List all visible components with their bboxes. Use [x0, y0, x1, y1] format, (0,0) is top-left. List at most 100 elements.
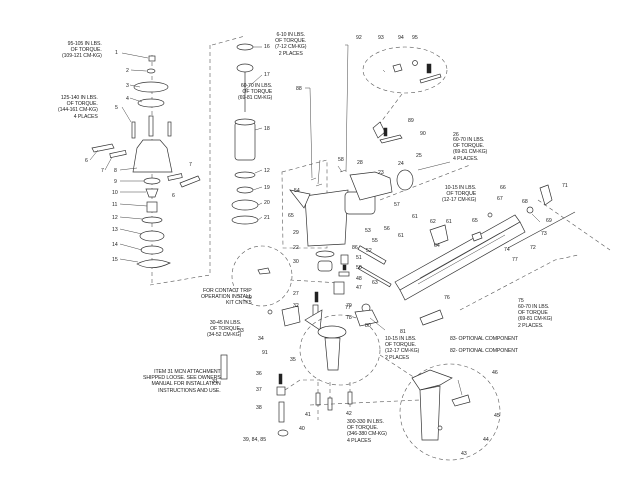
- part-label: 37: [256, 387, 262, 393]
- part-label: 30: [293, 259, 299, 265]
- part-label: 75: [518, 298, 524, 304]
- part-29-housing: [304, 189, 349, 247]
- part-88-screw: [310, 177, 317, 181]
- detail-circle-bottom: [399, 363, 501, 461]
- detail-circle-49: [231, 245, 293, 307]
- detail-inset-bottom: [379, 354, 501, 461]
- part-label: 17: [264, 72, 270, 78]
- part-23-filter: [349, 171, 393, 201]
- part-label: 1: [115, 50, 118, 56]
- part-label: 9: [114, 179, 117, 185]
- part-label: 3: [126, 83, 129, 89]
- part-44: [451, 394, 471, 407]
- detail-circle: [362, 46, 448, 94]
- part-label: 90: [420, 131, 426, 137]
- part-11-spring: [146, 201, 158, 213]
- part-62-latch: [429, 224, 449, 246]
- part-label: 36: [256, 371, 262, 377]
- part-71: [539, 184, 553, 206]
- magazine-assembly: [394, 184, 611, 326]
- part-label: 77: [512, 257, 518, 263]
- part-66-screw: [487, 212, 493, 218]
- part-label: 88: [296, 86, 302, 92]
- part-label: 38: [256, 405, 262, 411]
- housing-assembly: [281, 159, 471, 288]
- part-label: 47: [356, 285, 362, 291]
- part-90: [379, 134, 403, 144]
- part-label: 32: [293, 303, 299, 309]
- part-93: [392, 63, 403, 73]
- part-label: 5: [115, 105, 118, 111]
- part-47: [333, 281, 345, 295]
- part-27-spring: [314, 291, 319, 303]
- part-42-bolt: [347, 391, 353, 405]
- part-label: 61: [398, 233, 404, 239]
- part-label: 2: [126, 68, 129, 74]
- part-13-seal: [139, 230, 165, 242]
- part-33-screw: [267, 309, 273, 315]
- torque-note-81: 10-15 IN LBS. OF TORQUE. (12-17 CM-KG) 2…: [385, 336, 420, 361]
- part-14-ring: [140, 245, 164, 255]
- detail-inset-top: [362, 46, 448, 144]
- part-label: 81: [400, 329, 406, 335]
- part-3-plate: [133, 81, 169, 93]
- part-label: 73: [541, 231, 547, 237]
- part-5-bolt: [131, 121, 136, 139]
- part-label: 61: [446, 219, 452, 225]
- part-label: 29: [293, 230, 299, 236]
- part-6-clip: [179, 175, 201, 188]
- part-label: 35: [290, 357, 296, 363]
- contact-trip-note: FOR CONTACT TRIP OPERATION INSTALL KIT C…: [201, 288, 252, 307]
- part-label: 11: [112, 202, 118, 208]
- part-label: 51: [356, 255, 362, 261]
- part-label: 68: [522, 199, 528, 205]
- part-82: [419, 309, 444, 326]
- part-9-oring: [143, 177, 161, 185]
- part-label: 77: [345, 305, 351, 311]
- part-shaft: [148, 115, 154, 137]
- part-label: 6: [85, 158, 88, 164]
- optional-component-82: 82- OPTIONAL COMPONENT: [450, 348, 518, 354]
- torque-note-66: 10-15 IN LBS. OF TORQUE (12-17 CM-KG): [442, 185, 477, 204]
- part-label: 74: [504, 247, 510, 253]
- part-52-pin: [357, 245, 387, 265]
- part-label: 39, 84, 85: [243, 437, 267, 443]
- part-12-oring: [234, 171, 256, 179]
- part-label: 7: [189, 162, 192, 168]
- part-46-pin: [457, 379, 463, 396]
- torque-note-33: 30-45 IN LBS. OF TORQUE. (34-52 CM-KG): [207, 320, 242, 339]
- part-label: 62: [430, 219, 436, 225]
- part-label: 23: [378, 170, 384, 176]
- torque-note-17: 60-70 IN LBS. OF TORQUE (69-81 CM-KG): [238, 83, 273, 102]
- part-20-bumper: [231, 199, 259, 211]
- part-7-pad: [167, 173, 183, 181]
- part-label: 76: [444, 295, 450, 301]
- part-label: 7: [101, 168, 104, 174]
- part-label: 44: [483, 437, 489, 443]
- part-2-washer: [146, 68, 156, 74]
- part-label: 53: [365, 228, 371, 234]
- part-19-ring: [236, 186, 254, 194]
- part-21-oring: [231, 215, 259, 225]
- part-label: 66: [500, 185, 506, 191]
- optional-component-83: 83- OPTIONAL COMPONENT: [450, 336, 518, 342]
- torque-note-5: 125-140 IN LBS. OF TORQUE. (144-161 CM-K…: [58, 95, 98, 120]
- part-label: 52: [366, 248, 372, 254]
- part-label: 13: [112, 227, 118, 233]
- part-65: [471, 231, 483, 242]
- part-63-bar: [357, 265, 392, 288]
- part-label: 43: [461, 451, 467, 457]
- part-label: 89: [408, 118, 414, 124]
- part-8-cap: [132, 139, 173, 173]
- part-label: 69: [546, 218, 552, 224]
- part-label: 34: [258, 336, 264, 342]
- part-label: 8: [114, 168, 117, 174]
- part-51-valve: [340, 254, 349, 265]
- part-81-screw: [369, 317, 386, 331]
- part-label: 22: [293, 245, 299, 251]
- part-39-cap: [277, 429, 289, 437]
- nose-detail: [411, 369, 453, 391]
- nose-assembly: [220, 245, 421, 437]
- part-label: 80: [365, 323, 371, 329]
